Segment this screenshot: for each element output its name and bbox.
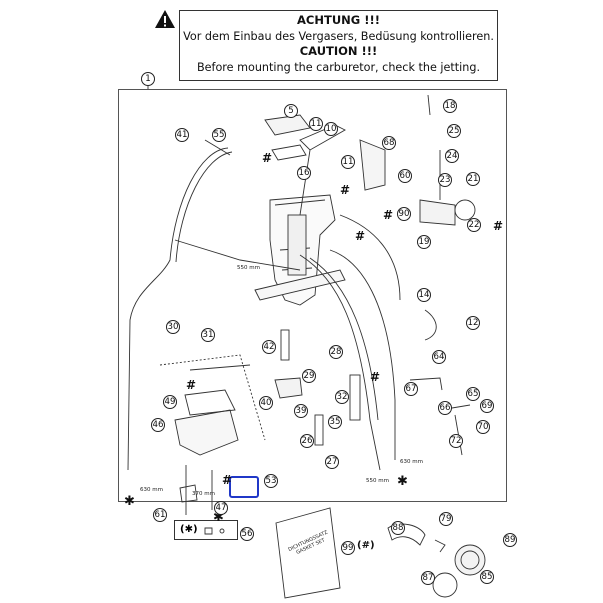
callout-5: 5 bbox=[284, 104, 298, 118]
callout-61: 61 bbox=[153, 508, 167, 522]
callout-16: 16 bbox=[297, 166, 311, 180]
warning-text-en: Before mounting the carburetor, check th… bbox=[196, 60, 481, 74]
callout-68: 68 bbox=[382, 136, 396, 150]
callout-40: 40 bbox=[259, 396, 273, 410]
warning-title-de: ACHTUNG !!! bbox=[297, 13, 380, 27]
callout-87: 87 bbox=[421, 571, 435, 585]
hash-mark: # bbox=[355, 229, 366, 243]
callout-66: 66 bbox=[438, 401, 452, 415]
callout-1: 1 bbox=[141, 72, 155, 86]
warning-text-de: Vor dem Einbau des Vergasers, Bedüsung k… bbox=[183, 29, 494, 43]
callout-39: 39 bbox=[294, 404, 308, 418]
callout-35: 35 bbox=[328, 415, 342, 429]
callout-11a: 11 bbox=[309, 117, 323, 131]
callout-30: 30 bbox=[166, 320, 180, 334]
callout-69: 69 bbox=[480, 399, 494, 413]
length-label-370: 370 mm bbox=[192, 491, 215, 497]
callout-41: 41 bbox=[175, 128, 189, 142]
callout-60: 60 bbox=[398, 169, 412, 183]
star-mark: ✱ bbox=[124, 494, 135, 509]
callout-32: 32 bbox=[335, 390, 349, 404]
hash-mark: # bbox=[186, 378, 197, 392]
callout-29: 29 bbox=[302, 369, 316, 383]
callout-55: 55 bbox=[212, 128, 226, 142]
length-label-630a: 630 mm bbox=[140, 487, 163, 493]
callout-18: 18 bbox=[443, 99, 457, 113]
legend-box: (✱) bbox=[174, 520, 238, 540]
callout-88: 88 bbox=[391, 521, 405, 535]
callout-31: 31 bbox=[201, 328, 215, 342]
callout-11b: 11 bbox=[341, 155, 355, 169]
callout-49: 49 bbox=[163, 395, 177, 409]
callout-53: 53 bbox=[264, 474, 278, 488]
length-label-550a: 550 mm bbox=[237, 265, 260, 271]
callout-12: 12 bbox=[466, 316, 480, 330]
callout-67: 67 bbox=[404, 382, 418, 396]
warning-triangle-icon bbox=[155, 10, 175, 28]
callout-89: 89 bbox=[503, 533, 517, 547]
hash-mark: # bbox=[262, 151, 273, 165]
callout-25: 25 bbox=[447, 124, 461, 138]
callout-99: 99 bbox=[341, 541, 355, 555]
assembly-frame bbox=[118, 89, 507, 502]
hash-mark: # bbox=[370, 370, 381, 384]
hash-mark: # bbox=[493, 219, 504, 233]
callout-64: 64 bbox=[432, 350, 446, 364]
star-mark: ✱ bbox=[397, 474, 408, 489]
hash-mark: # bbox=[383, 208, 394, 222]
warning-title-en: CAUTION !!! bbox=[299, 44, 378, 58]
hash-mark: # bbox=[222, 473, 233, 487]
callout-70: 70 bbox=[476, 420, 490, 434]
callout-10: 10 bbox=[324, 122, 338, 136]
callout-23: 23 bbox=[438, 173, 452, 187]
highlight-frame bbox=[229, 476, 259, 498]
callout-21: 21 bbox=[466, 172, 480, 186]
callout-19: 19 bbox=[417, 235, 431, 249]
star-mark: ✱ bbox=[213, 510, 224, 525]
callout-22: 22 bbox=[467, 218, 481, 232]
callout-26: 26 bbox=[300, 434, 314, 448]
legend-symbol: (✱) bbox=[180, 524, 198, 535]
callout-24: 24 bbox=[445, 149, 459, 163]
callout-56: 56 bbox=[240, 527, 254, 541]
length-label-630b: 630 mm bbox=[400, 459, 423, 465]
callout-28: 28 bbox=[329, 345, 343, 359]
callout-14: 14 bbox=[417, 288, 431, 302]
warning-box: ACHTUNG !!! Vor dem Einbau des Vergasers… bbox=[179, 10, 498, 81]
callout-42: 42 bbox=[262, 340, 276, 354]
callout-72: 72 bbox=[449, 434, 463, 448]
length-label-550b: 550 mm bbox=[366, 478, 389, 484]
callout-27: 27 bbox=[325, 455, 339, 469]
hash-mark: # bbox=[340, 183, 351, 197]
callout-47: 47 bbox=[214, 501, 228, 515]
callout-46: 46 bbox=[151, 418, 165, 432]
label-99-suffix: (#) bbox=[357, 540, 375, 551]
callout-90: 90 bbox=[397, 207, 411, 221]
callout-65: 65 bbox=[466, 387, 480, 401]
callout-85: 85 bbox=[480, 570, 494, 584]
callout-79: 79 bbox=[439, 512, 453, 526]
